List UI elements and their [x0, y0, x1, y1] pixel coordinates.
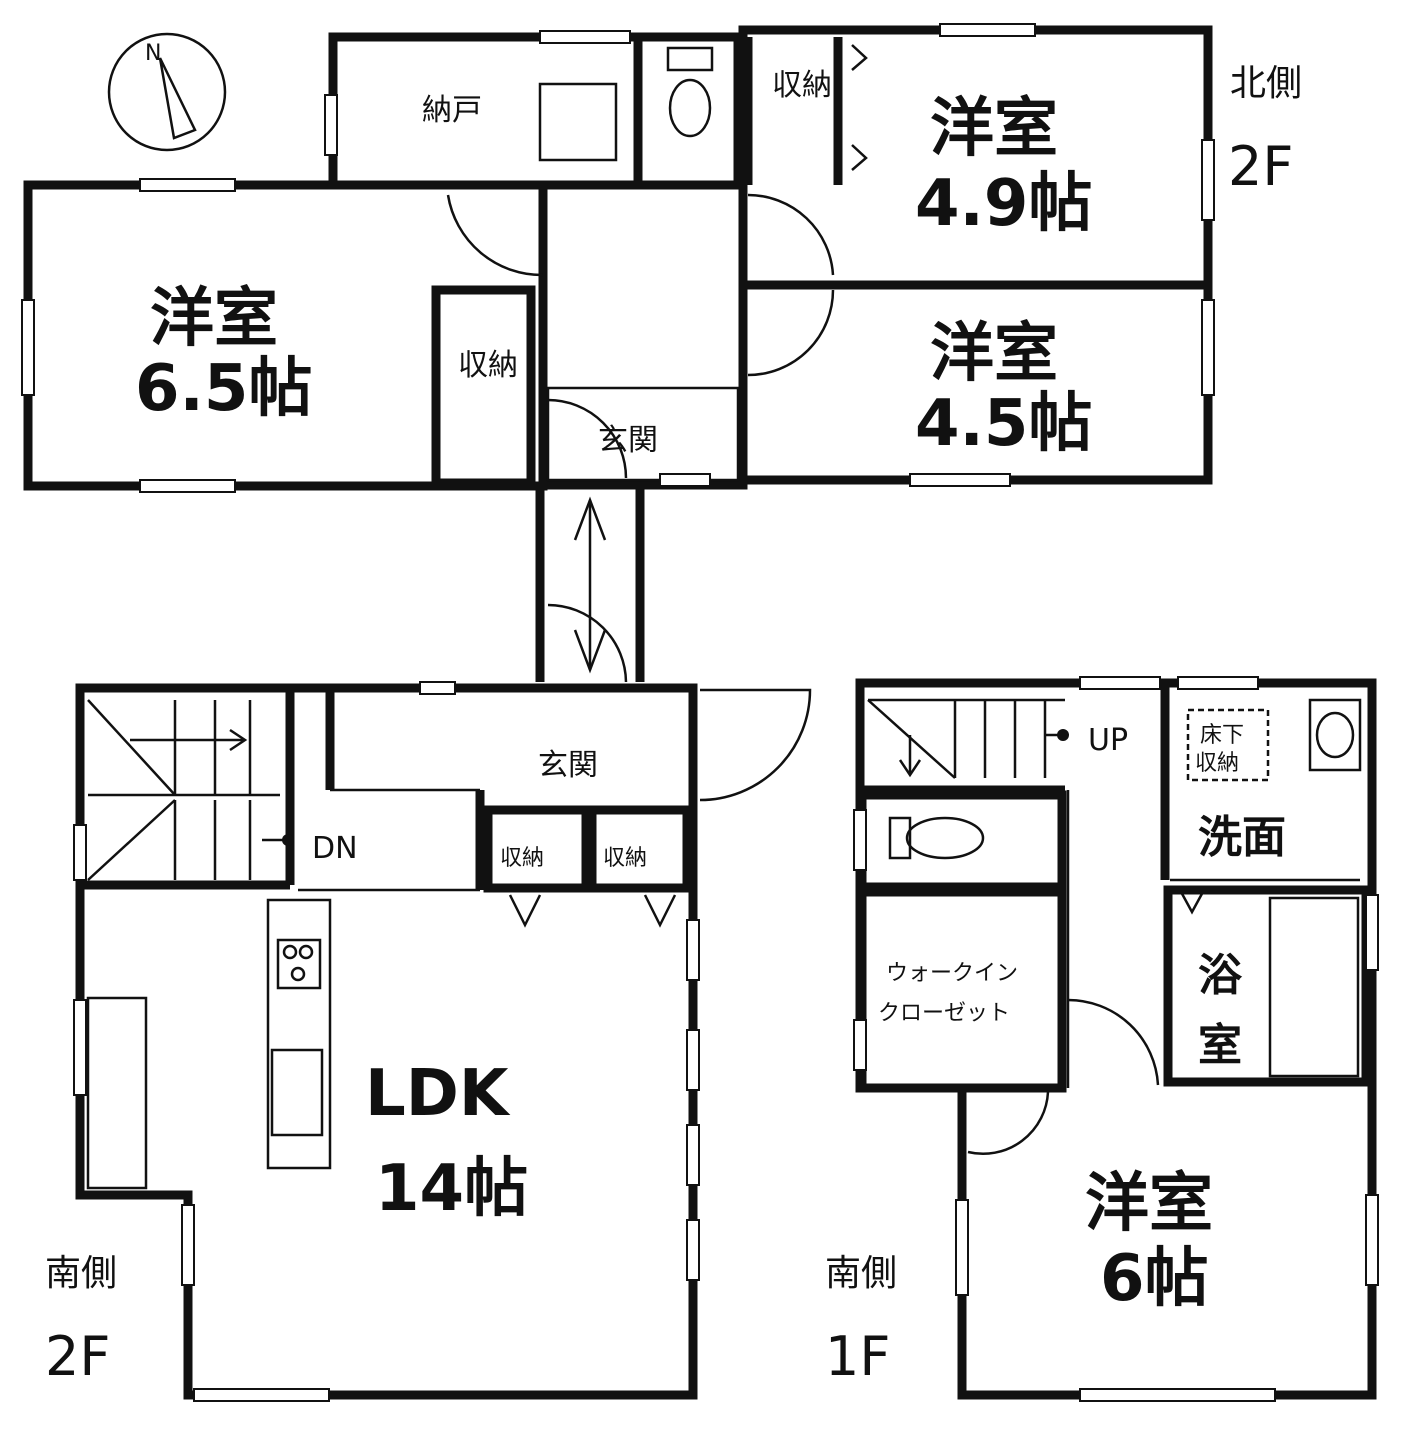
- yuka-shita-label-2: 収納: [1195, 751, 1239, 776]
- walkin-label-1: ウォークイン: [886, 961, 1018, 986]
- shuno-label-south-2: 収納: [603, 846, 647, 871]
- ldk-size: 14帖: [375, 1152, 528, 1226]
- shuno-label-north-1: 収納: [772, 68, 832, 103]
- youshitsu-65-size: 6.5帖: [135, 352, 312, 426]
- ldk-label: LDK: [365, 1057, 511, 1131]
- youshitsu-49-size: 4.9帖: [915, 167, 1092, 241]
- south-side-label-2f: 南側: [45, 1253, 117, 1294]
- floor-1f-label: 1F: [825, 1325, 890, 1388]
- walkin-label-2: クローゼット: [878, 1001, 1010, 1026]
- nando-label: 納戸: [422, 93, 482, 128]
- genkan-label-2f-north: 玄関: [598, 423, 658, 458]
- floor-2f-south: [73, 681, 812, 1402]
- yuka-shita-label-1: 床下: [1200, 723, 1244, 748]
- yoku-shitsu-label: 室: [1198, 1020, 1242, 1071]
- compass-north-label: N: [145, 41, 161, 66]
- genkan-label-2f-south: 玄関: [538, 748, 598, 783]
- floor-2f-label-top: 2F: [1228, 135, 1293, 198]
- floor-2f-label-bottom: 2F: [45, 1325, 110, 1388]
- youshitsu-45-label: 洋室: [930, 317, 1058, 391]
- floor-2f-north: [21, 23, 1215, 683]
- south-side-label-1f: 南側: [825, 1253, 897, 1294]
- youshitsu-65-label: 洋室: [150, 282, 278, 356]
- senmen-label: 洗面: [1198, 812, 1286, 863]
- compass-icon: N: [107, 32, 227, 152]
- north-side-label: 北側: [1230, 63, 1302, 104]
- youshitsu-6-size: 6帖: [1100, 1242, 1209, 1316]
- youshitsu-45-size: 4.5帖: [915, 387, 1092, 461]
- dn-label: DN: [312, 831, 358, 866]
- floor-1f: [853, 676, 1379, 1402]
- youshitsu-49-label: 洋室: [930, 92, 1058, 166]
- up-label: UP: [1088, 723, 1128, 758]
- shuno-label-south-1: 収納: [500, 846, 544, 871]
- youshitsu-6-label: 洋室: [1085, 1167, 1213, 1241]
- shuno-label-north-2: 収納: [458, 348, 518, 383]
- yoku-label: 浴: [1198, 950, 1243, 1001]
